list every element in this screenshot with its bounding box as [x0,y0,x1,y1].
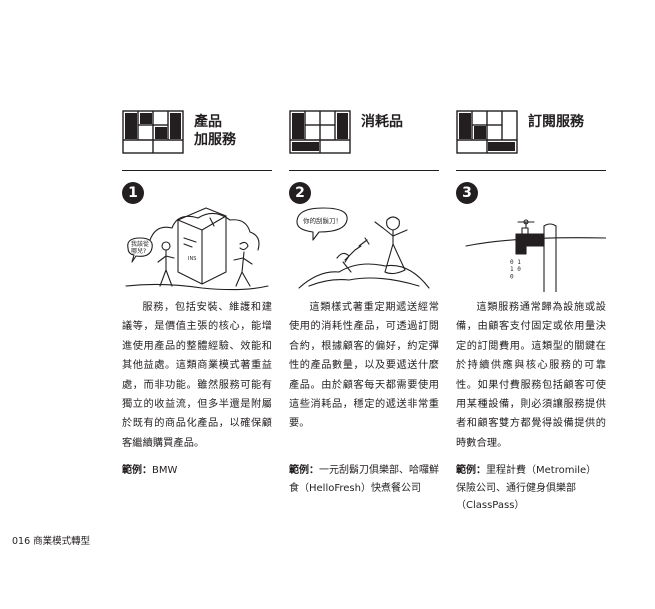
column-example: 範例：里程計費（Metromile）保險公司、通行健身俱樂部（ClassPass… [456,462,606,515]
column-body: 這類樣式著重定期遞送經常使用的消耗性產品，可透過訂閱合約，根據顧客的偏好，約定彈… [289,302,439,430]
example-text: 里程計費（Metromile）保險公司、通行健身俱樂部（ClassPass） [456,465,597,511]
illustration-box-tag: INS [188,256,196,262]
example-label: 範例： [122,465,152,476]
column-number-badge: 3 [456,182,478,204]
column-body: 這類服務通常歸為設施或設備，由顧客支付固定或依用量決定的訂閱費用。這類型的關鍵在… [456,302,606,449]
column-number-badge: 1 [122,182,144,204]
example-label: 範例： [289,465,319,476]
razor-delivery-illustration: 你的刮鬍刀！ [296,207,430,289]
column-title: 訂閱服務 [528,114,584,130]
column-product-plus-service: 產品 加服務 1 INS 我該從 哪兒? 服務，包括安裝、維護和建議等，是價值主… [122,108,272,476]
column-title: 產品 加服務 [194,114,236,148]
section-name: 商業模式轉型 [33,536,91,547]
column-title: 消耗品 [361,114,403,130]
column-number-badge: 2 [289,182,311,204]
column-example: 範例：一元刮鬍刀俱樂部、哈囉鮮食（HelloFresh）快煮餐公司 [289,462,439,497]
page-number: 016 [12,536,31,547]
column-body: 服務，包括安裝、維護和建議等，是價值主張的核心，能增進使用產品的整體經驗、效能和… [122,302,272,449]
service-illustration: INS 我該從 哪兒? [125,207,269,291]
illustration-speech: 我該從 [131,240,149,248]
column-example: 範例：BMW [122,462,272,480]
example-label: 範例： [456,465,486,476]
column-consumables: 消耗品 2 你的刮鬍刀！ 這類樣式著重定期遞送經常使用的消耗性產品，可透過訂閱合… [289,108,439,494]
pattern-grid-icon [289,110,351,154]
column-divider [456,170,606,171]
svg-text:你的刮鬍刀！: 你的刮鬍刀！ [303,216,342,225]
example-text: BMW [152,465,178,476]
illustration-speech: 你的刮鬍刀！ [303,216,342,225]
pattern-grid-icon [122,110,184,154]
example-text: 一元刮鬍刀俱樂部、哈囉鮮食（HelloFresh）快煮餐公司 [289,465,439,494]
column-header: 產品 加服務 [122,108,272,154]
column-divider [122,170,272,171]
column-header: 消耗品 [289,108,439,154]
illustration-digits: 0 1 [510,259,521,266]
pattern-grid-icon [456,110,518,154]
svg-text:我該從 哪兒?: 我該從 哪兒? [131,240,151,255]
svg-text:0 1 1 00: 0 1 1 00 [510,259,524,280]
column-divider [289,170,439,171]
column-header: 訂閱服務 [456,108,606,154]
